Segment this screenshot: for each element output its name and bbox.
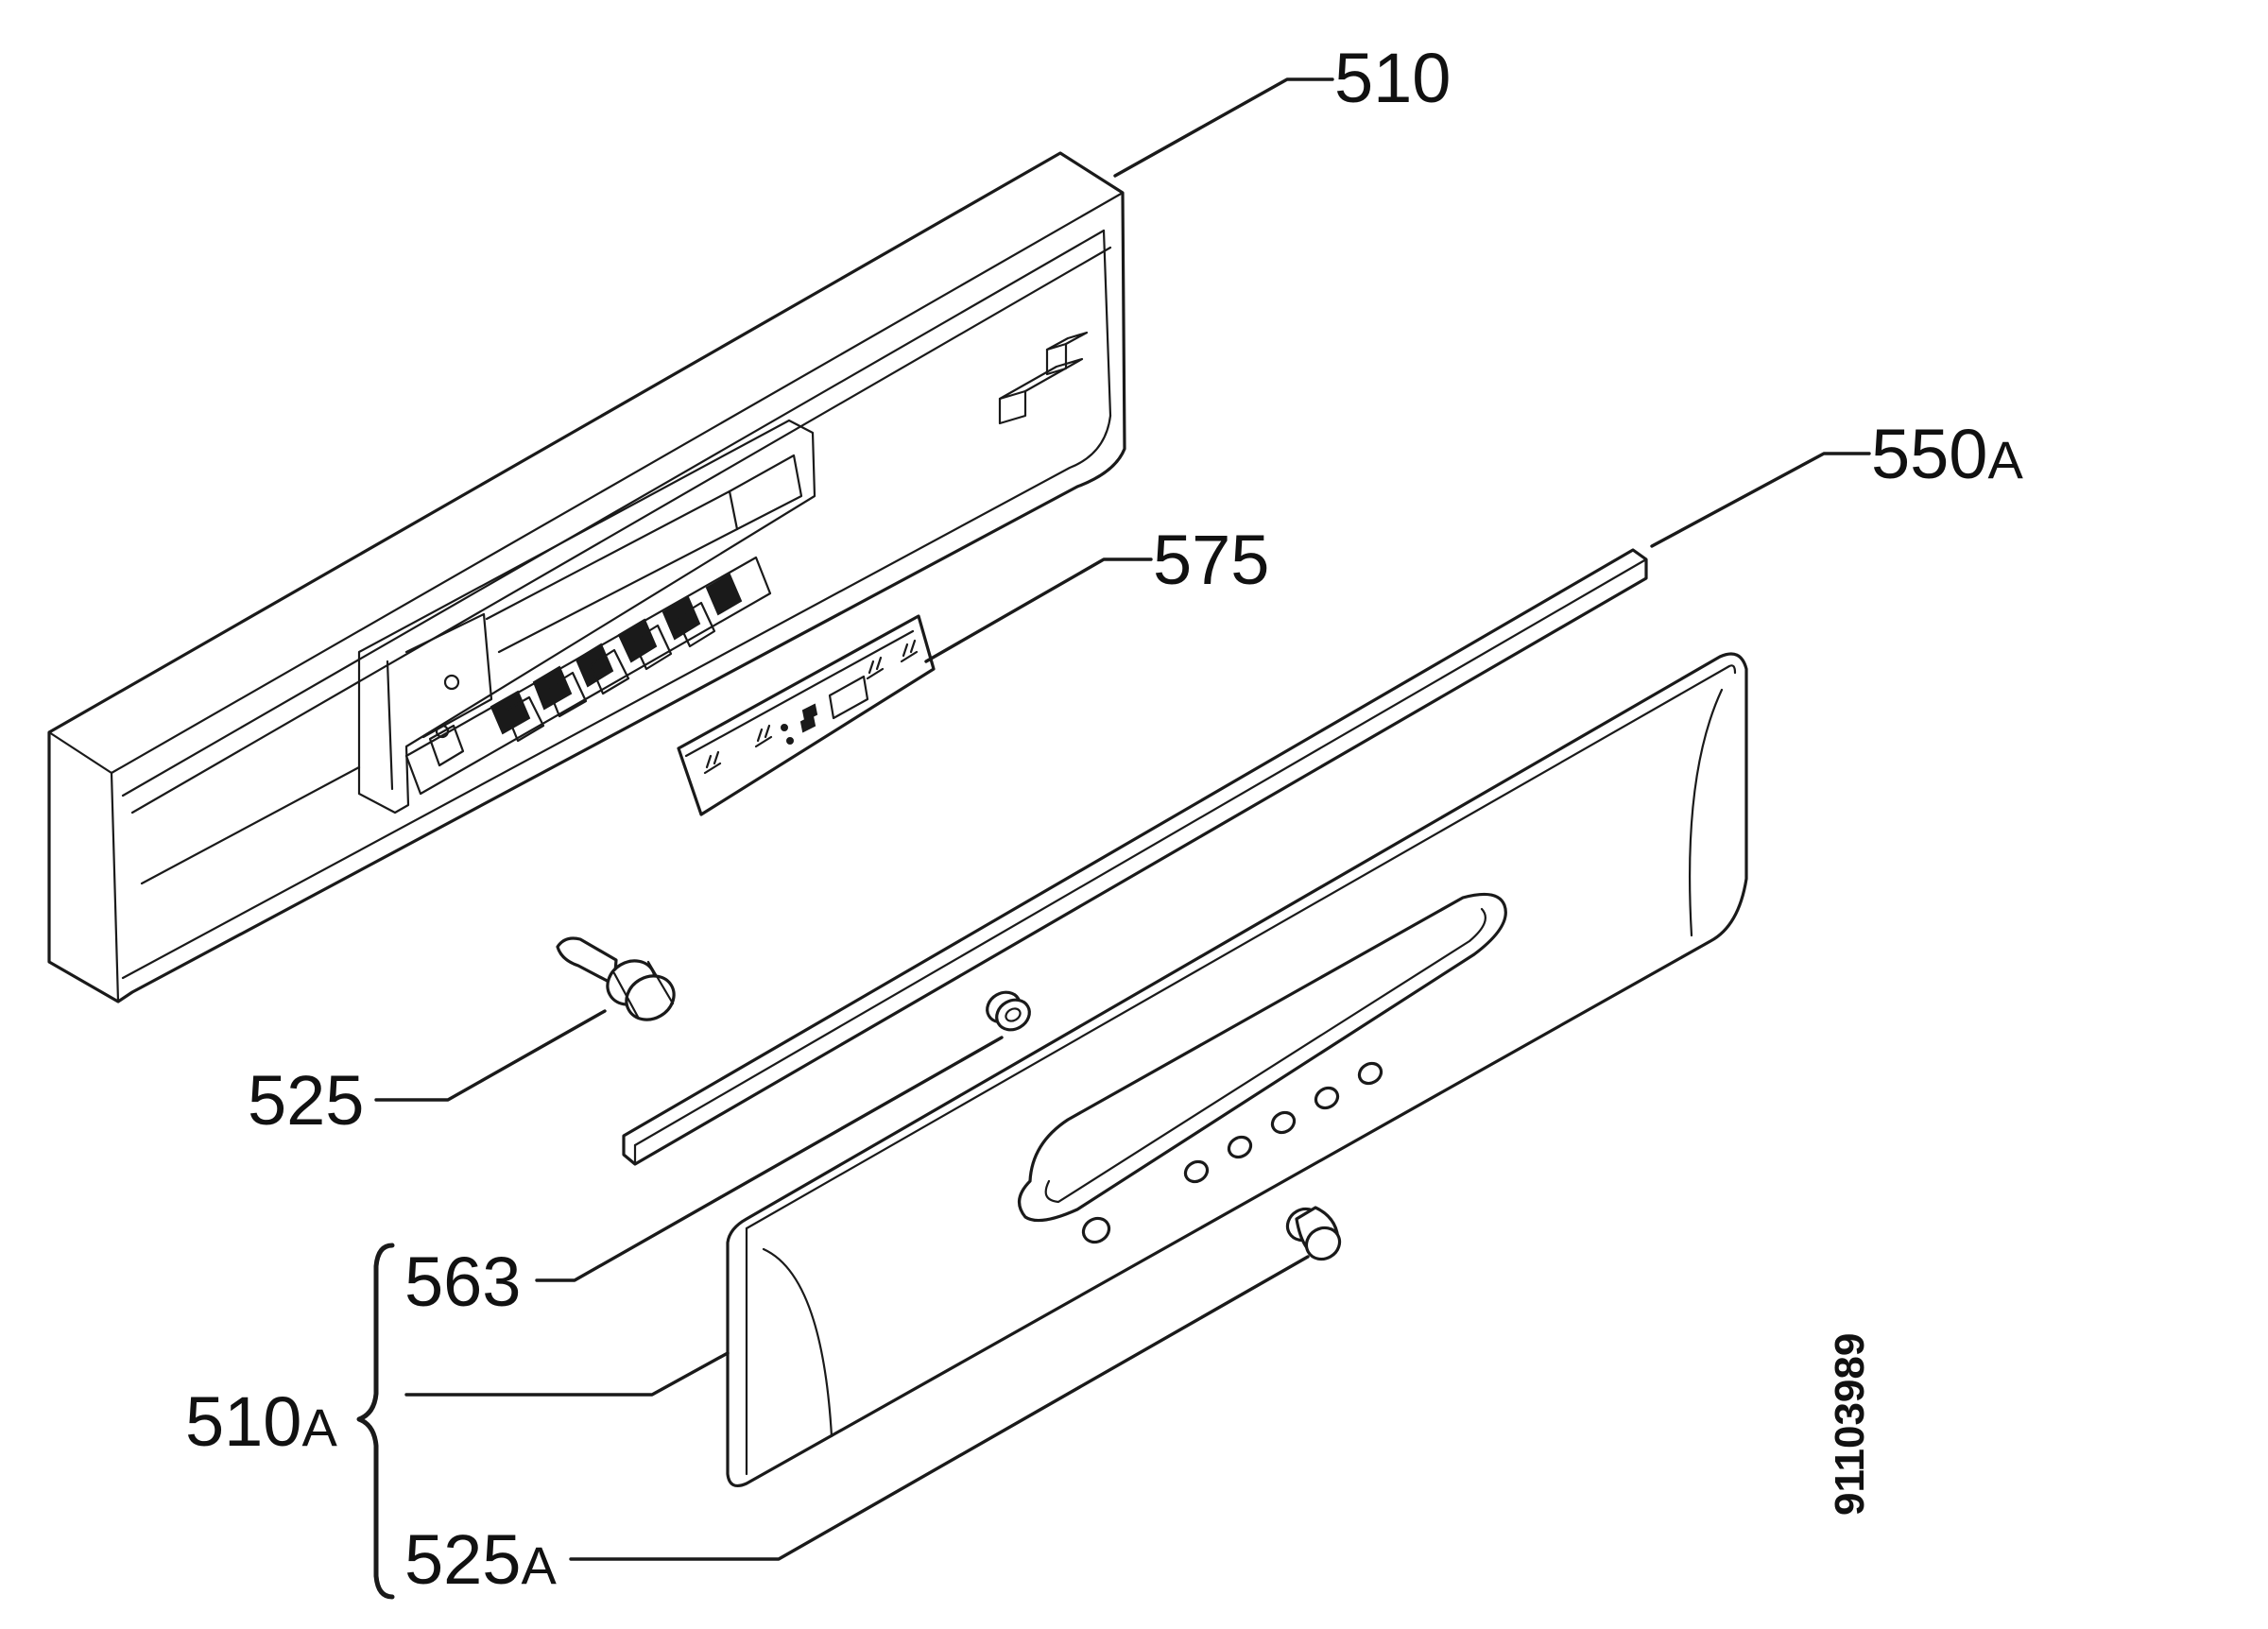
document-number: 91103989 [1827,1333,1873,1516]
part-525A-main-knob [1285,1206,1342,1261]
part-510-control-panel-housing [47,151,1126,1003]
part-525-knob-shaft [556,936,676,1021]
part-575-control-decal [677,614,936,816]
callout-563: 563 [404,1243,521,1321]
callout-510A: 510A [185,1382,337,1461]
switch-keys [428,573,743,767]
callout-525A: 525A [404,1520,557,1599]
part-563-small-knob [986,990,1031,1032]
brace-510A [356,1243,395,1600]
callout-575: 575 [1153,521,1269,599]
callout-525: 525 [248,1061,364,1140]
leader-575 [924,557,1153,663]
leader-510 [1113,77,1334,178]
callout-510: 510 [1334,39,1451,117]
leader-525A [569,1255,1310,1561]
indicator-holes [1081,1061,1383,1244]
leader-510A [404,1351,730,1397]
leader-563 [535,1036,1004,1282]
decal-symbols [703,639,919,775]
leader-525 [374,1009,607,1102]
callout-550A: 550A [1871,415,2023,493]
leader-lines [374,77,1871,1561]
part-510A-front-fascia [726,652,1748,1487]
part-550A-seal-strip [622,548,1648,1166]
leader-550A [1650,452,1871,548]
